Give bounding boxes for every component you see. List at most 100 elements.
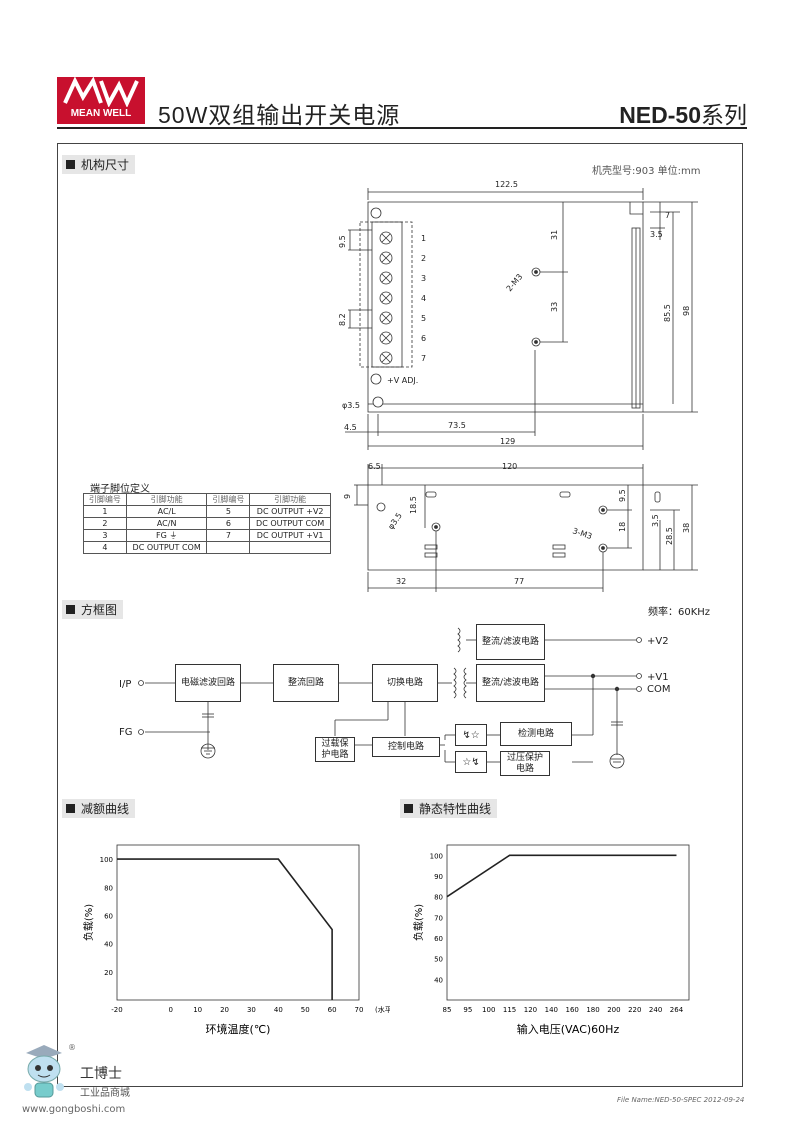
com-label: COM xyxy=(647,684,671,695)
optocoupler-1: ↯☆ xyxy=(455,724,487,746)
rect-filter-v1-block: 整流/滤波电路 xyxy=(476,664,545,702)
x-tick-label: 30 xyxy=(247,1006,256,1014)
x-tick-label: 70 xyxy=(355,1006,364,1014)
x-tick-label: 180 xyxy=(586,1006,599,1014)
dim-4-5: 4.5 xyxy=(344,423,357,432)
derating-chart: 20406080100-20010203040506070(水平)环境温度(℃)… xyxy=(82,844,390,1036)
x-tick-label: 10 xyxy=(193,1006,202,1014)
dim-98: 98 xyxy=(682,306,691,316)
switching-block: 切换电路 xyxy=(372,664,438,702)
screw-3m3: 3-M3 xyxy=(571,526,593,541)
case-info: 机壳型号:903 单位:mm xyxy=(592,166,701,177)
y-tick-label: 100 xyxy=(430,852,443,860)
x-tick-label: 20 xyxy=(220,1006,229,1014)
y-tick-label: 80 xyxy=(104,884,113,892)
robot-mascot xyxy=(22,1043,68,1103)
terminal-6: 6 xyxy=(421,334,426,343)
watermark-name: 工博士 xyxy=(80,1066,122,1082)
dim-77: 77 xyxy=(514,577,524,586)
derating-series-line xyxy=(117,858,333,1000)
y-tick-label: 60 xyxy=(434,935,443,943)
y-axis-label: 负载(%) xyxy=(412,904,425,941)
dim-73-5: 73.5 xyxy=(448,421,466,430)
dim-7: 7 xyxy=(665,211,670,220)
dim-38: 38 xyxy=(682,523,691,533)
y-tick-label: 80 xyxy=(434,894,443,902)
optocoupler-2: ☆↯ xyxy=(455,751,487,773)
robot-icon xyxy=(24,1045,64,1098)
rectifier-block: 整流回路 xyxy=(273,664,339,702)
static-series-line xyxy=(446,854,677,898)
mw-logo-icon xyxy=(63,76,139,108)
terminal-2: 2 xyxy=(421,254,426,263)
x-tick-label: 95 xyxy=(463,1006,472,1014)
dim-8-2: 8.2 xyxy=(338,313,347,326)
y-tick-label: 70 xyxy=(434,914,443,922)
terminal-7: 7 xyxy=(421,354,426,363)
x-tick-label: 160 xyxy=(565,1006,578,1014)
section-mechanical: 机构尺寸 xyxy=(62,155,136,174)
y-tick-label: 60 xyxy=(104,912,113,920)
x-tick-label: -20 xyxy=(111,1006,122,1014)
x-tick-label: 200 xyxy=(607,1006,620,1014)
mean-well-logo xyxy=(57,76,145,124)
header-divider xyxy=(57,127,747,129)
section-block-diagram: 方框图 xyxy=(62,600,124,619)
detection-block: 检测电路 xyxy=(500,722,572,746)
dim-85-5: 85.5 xyxy=(663,304,672,322)
v1-label: +V1 xyxy=(647,672,669,683)
model-series: NED-50系列 xyxy=(619,102,747,128)
y-axis-label: 负载(%) xyxy=(82,904,95,941)
pin-table-title: 端子脚位定义 xyxy=(90,484,150,495)
section-static: 静态特性曲线 xyxy=(400,799,498,818)
mechanical-drawing: 1 2 3 4 5 6 7 +V ADJ. 122.5 7 3.5 31 33 … xyxy=(338,180,698,592)
page-title: 50W双组输出开关电源 xyxy=(158,102,401,128)
control-block: 控制电路 xyxy=(372,737,440,757)
x-tick-label: 220 xyxy=(628,1006,641,1014)
y-tick-label: 100 xyxy=(100,856,113,864)
y-tick-label: 40 xyxy=(104,941,113,949)
fg-label: FG xyxy=(119,727,133,738)
x-axis-label: 输入电压(VAC)60Hz xyxy=(517,1022,620,1036)
watermark-sub: 工业品商城 xyxy=(80,1088,130,1099)
dim-3-5: 3.5 xyxy=(650,230,663,239)
dim-18-5: 18.5 xyxy=(409,496,418,514)
x-unit-label: (水平) xyxy=(375,1005,390,1014)
y-tick-label: 90 xyxy=(434,873,443,881)
dim-6-5: 6.5 xyxy=(368,462,381,471)
pin-header-fn-1: 引脚功能 xyxy=(125,493,208,506)
dim-9: 9 xyxy=(343,494,352,499)
pin-header-no-1: 引脚编号 xyxy=(83,493,127,506)
dim-122-5: 122.5 xyxy=(495,180,518,189)
x-tick-label: 85 xyxy=(443,1006,452,1014)
x-tick-label: 115 xyxy=(503,1006,516,1014)
x-tick-label: 140 xyxy=(545,1006,558,1014)
x-tick-label: 0 xyxy=(169,1006,173,1014)
rect-filter-v2-block: 整流/滤波电路 xyxy=(476,624,545,660)
pin-header-fn-2: 引脚功能 xyxy=(249,493,331,506)
x-axis-label: 环境温度(℃) xyxy=(206,1022,271,1036)
registered-mark: ® xyxy=(68,1043,76,1052)
terminal-1: 1 xyxy=(421,234,426,243)
content-frame xyxy=(57,143,743,1087)
x-tick-label: 60 xyxy=(328,1006,337,1014)
terminal-screws xyxy=(370,207,608,553)
terminal-5: 5 xyxy=(421,314,426,323)
dim-18: 18 xyxy=(618,522,627,532)
dim-9-5: 9.5 xyxy=(338,235,347,248)
overload-protection-block: 过载保护电路 xyxy=(315,737,355,762)
dim-9-5-side: 9.5 xyxy=(618,489,627,502)
section-derating: 减额曲线 xyxy=(62,799,136,818)
x-tick-label: 50 xyxy=(301,1006,310,1014)
x-tick-label: 240 xyxy=(649,1006,662,1014)
x-tick-label: 100 xyxy=(482,1006,495,1014)
terminal-4: 4 xyxy=(421,294,426,303)
emi-filter-block: 电磁滤波回路 xyxy=(175,664,241,702)
screw-2m3: 2-M3 xyxy=(505,272,525,293)
dim-32: 32 xyxy=(396,577,406,586)
x-tick-label: 120 xyxy=(524,1006,537,1014)
